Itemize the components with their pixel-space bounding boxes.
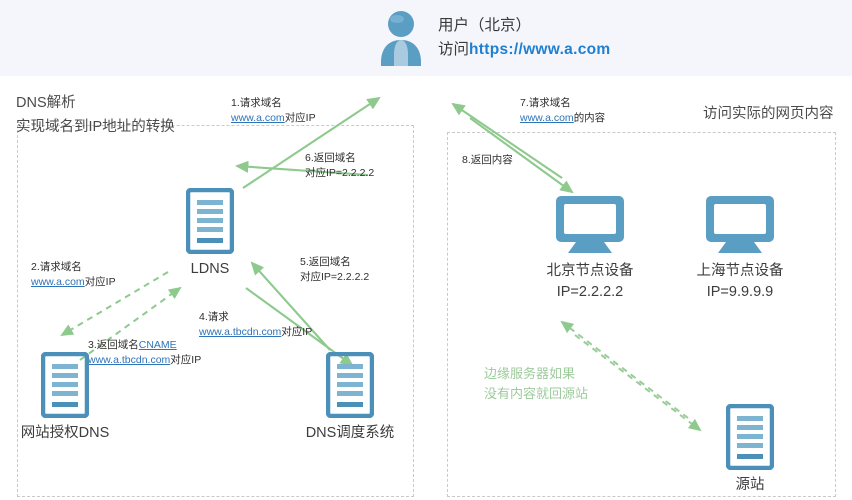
step-4-line-1: 4.请求 — [199, 311, 229, 323]
user-line-2: 访问 https://www.a.com — [438, 38, 610, 62]
web-content-panel — [447, 132, 836, 497]
node-origin-label: 源站 — [735, 477, 765, 493]
node-beijing-edge[interactable]: 北京节点设备 IP=2.2.2.2 — [520, 194, 660, 303]
step-1-link: www.a.com — [231, 112, 285, 125]
step-3-suffix: 对应IP — [170, 354, 202, 367]
step-1-line-2: www.a.com对应IP — [231, 111, 316, 126]
step-3-link-1: CNAME — [138, 339, 177, 351]
monitor-icon — [520, 194, 660, 256]
node-shanghai-label: 上海节点设备 — [696, 263, 784, 279]
monitor-icon — [670, 194, 810, 256]
step-2-link: www.a.com — [31, 276, 85, 289]
node-auth-dns[interactable]: 网站授权DNS — [0, 352, 135, 444]
step-5-line-2: 对应IP=2.2.2.2 — [300, 271, 370, 284]
node-beijing-label: 北京节点设备 — [546, 263, 634, 279]
step-7-link: www.a.com — [520, 112, 574, 125]
node-auth-dns-label: 网站授权DNS — [20, 425, 110, 441]
step-4-link: www.a.tbcdn.com — [199, 326, 282, 339]
step-5-label: 5.返回域名 对应IP=2.2.2.2 — [300, 255, 369, 285]
user-line-1: 用户（北京） — [438, 16, 532, 34]
server-icon — [0, 352, 135, 418]
step-3-link-2: www.a.tbcdn.com — [88, 354, 171, 367]
step-7-label: 7.请求域名 www.a.com的内容 — [520, 96, 605, 126]
step-7-suffix: 的内容 — [573, 112, 606, 125]
node-shanghai-edge[interactable]: 上海节点设备 IP=9.9.9.9 — [670, 194, 810, 303]
step-7-line-2: www.a.com的内容 — [520, 111, 605, 126]
header-band — [0, 0, 852, 76]
server-icon — [680, 404, 820, 470]
step-5-line-1: 5.返回域名 — [300, 256, 351, 268]
step-8-line-1: 8.返回内容 — [462, 154, 513, 166]
edge-note-line-2: 没有内容就回源站 — [484, 385, 589, 401]
user-header: 用户（北京） 访问 https://www.a.com — [378, 10, 610, 66]
step-4-label: 4.请求 www.a.tbcdn.com对应IP — [199, 310, 312, 340]
target-url: https://www.a.com — [469, 41, 611, 58]
step-6-line-2: 对应IP=2.2.2.2 — [305, 167, 375, 180]
edge-origin-note: 边缘服务器如果 没有内容就回源站 — [484, 364, 588, 403]
node-ldns-label: LDNS — [190, 261, 230, 277]
step-1-label: 1.请求域名 www.a.com对应IP — [231, 96, 316, 126]
node-ldns[interactable]: LDNS — [140, 188, 280, 280]
dns-title-line-2: 实现域名到IP地址的转换 — [16, 118, 175, 135]
step-1-suffix: 对应IP — [284, 112, 316, 125]
dns-title-line-1: DNS解析 — [16, 95, 76, 111]
user-caption: 用户（北京） 访问 https://www.a.com — [438, 14, 610, 62]
step-6-line-1: 6.返回域名 — [305, 152, 356, 164]
node-origin[interactable]: 源站 — [680, 404, 820, 496]
node-beijing-ip: IP=2.2.2.2 — [556, 284, 624, 301]
step-2-suffix: 对应IP — [84, 276, 116, 289]
step-4-suffix: 对应IP — [281, 326, 313, 339]
step-7-line-1: 7.请求域名 — [520, 97, 571, 109]
edge-note-line-1: 边缘服务器如果 — [484, 366, 576, 381]
step-2-line-1: 2.请求域名 — [31, 261, 82, 273]
node-dns-scheduling[interactable]: DNS调度系统 — [280, 352, 420, 444]
web-panel-title: 访问实际的网页内容 — [703, 106, 834, 122]
step-4-line-2: www.a.tbcdn.com对应IP — [199, 325, 312, 340]
node-dns-scheduling-label: DNS调度系统 — [305, 425, 395, 441]
server-icon — [140, 188, 280, 254]
step-3-label: 3.返回域名CNAME www.a.tbcdn.com对应IP — [88, 338, 201, 368]
step-2-line-2: www.a.com对应IP — [31, 275, 116, 290]
step-1-line-1: 1.请求域名 — [231, 97, 282, 109]
step-6-label: 6.返回域名 对应IP=2.2.2.2 — [305, 151, 374, 181]
node-shanghai-ip: IP=9.9.9.9 — [706, 284, 774, 301]
dns-panel-title: DNS解析 实现域名到IP地址的转换 — [16, 92, 175, 140]
step-3-prefix: 3.返回域名 — [88, 339, 139, 351]
user-avatar-icon — [378, 10, 424, 66]
step-2-label: 2.请求域名 www.a.com对应IP — [31, 260, 116, 290]
step-3-line-2: www.a.tbcdn.com对应IP — [88, 353, 201, 368]
server-icon — [280, 352, 420, 418]
dns-resolution-panel — [17, 125, 414, 497]
step-8-label: 8.返回内容 — [462, 153, 513, 168]
step-3-line-1: 3.返回域名CNAME — [88, 338, 201, 353]
visit-prefix: 访问 — [438, 41, 470, 58]
